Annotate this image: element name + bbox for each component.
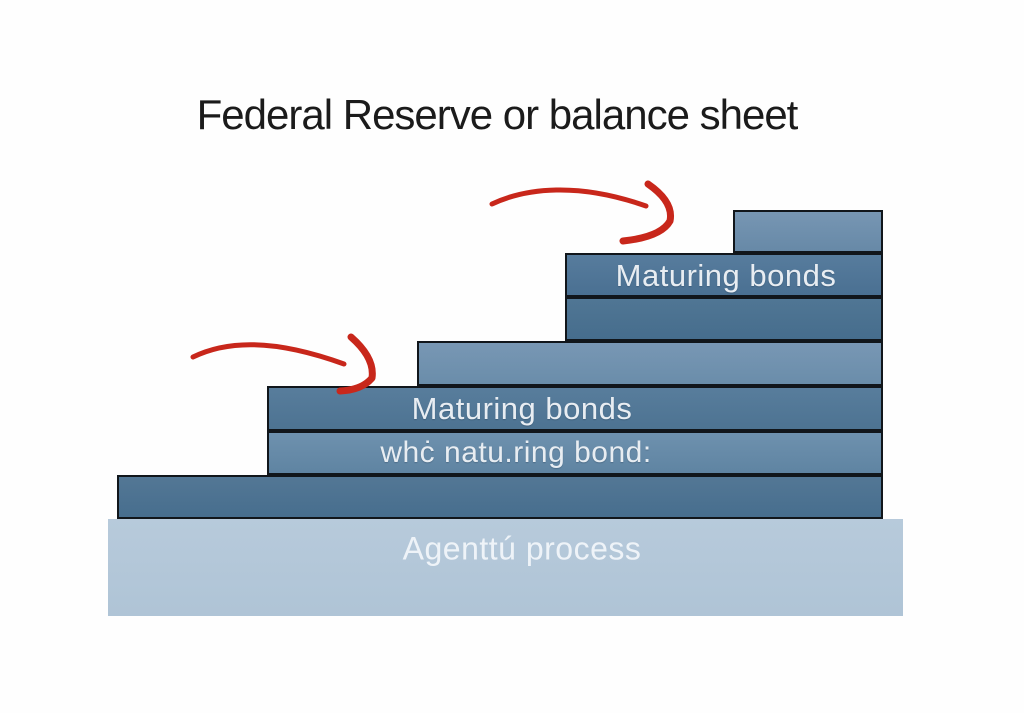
maturing-bonds-lower-label: Maturing bonds [411, 391, 633, 426]
maturing-bonds-upper-label: Maturing bonds [615, 258, 837, 293]
step-block-4 [417, 341, 883, 386]
step-block-1-top [733, 210, 883, 253]
curved-arrow-icon [190, 333, 376, 395]
base-process-bar [108, 519, 903, 616]
step-block-6-sub-bar [267, 431, 883, 475]
base-process-label: Agenttú process [402, 530, 642, 567]
step-block-7 [117, 475, 883, 519]
step-block-3 [565, 297, 883, 341]
curved-arrow-icon [489, 180, 675, 245]
step-block-2-maturing-bar [565, 253, 883, 297]
step-block-5-maturing-bar [267, 386, 883, 431]
page-title: Federal Reserve or balance sheet [196, 91, 799, 138]
maturing-bonds-sub-label: whċ natu.ring bond: [380, 436, 652, 469]
